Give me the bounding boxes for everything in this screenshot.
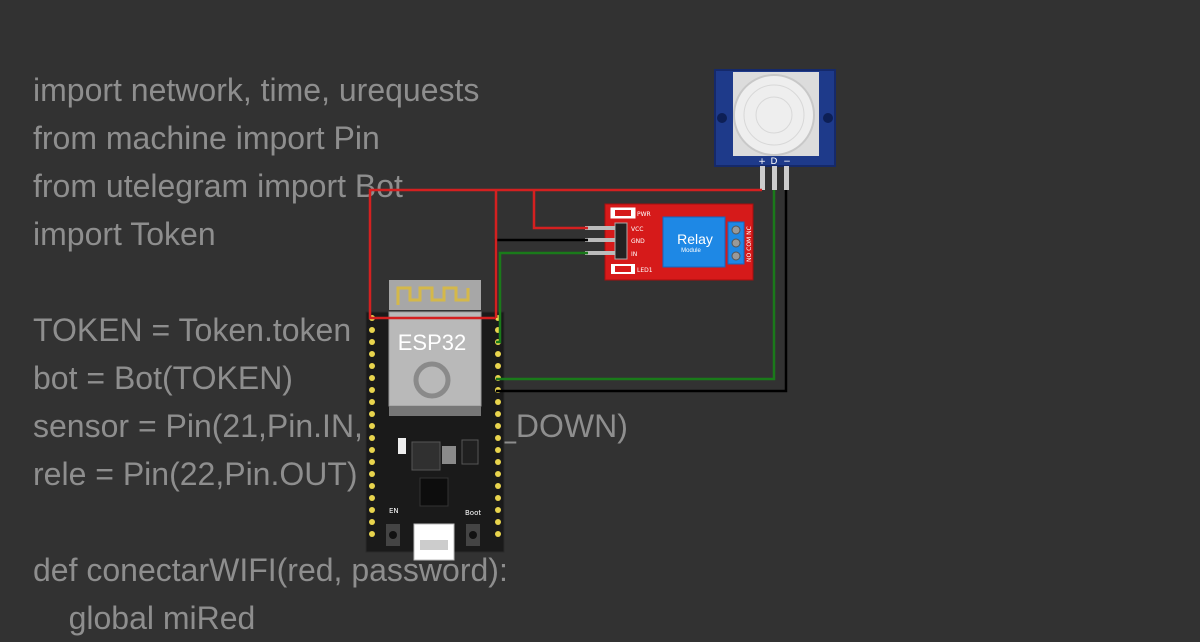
esp32-header-pin[interactable]: [369, 375, 375, 381]
esp32-header-pin[interactable]: [369, 363, 375, 369]
relay-pin-gnd: GND: [631, 238, 645, 245]
esp32-antenna: [389, 280, 481, 310]
code-line: TOKEN = Token.token: [33, 312, 352, 348]
esp32-header-pin[interactable]: [495, 471, 501, 477]
esp32-header-pin[interactable]: [369, 327, 375, 333]
code-line: from machine import Pin: [33, 120, 380, 156]
code-line: def conectarWIFI(red, password):: [33, 552, 508, 588]
esp32-label: ESP32: [398, 330, 467, 355]
pir-sensor[interactable]: + D−: [714, 69, 836, 190]
espressif-logo-icon: [413, 361, 451, 399]
relay-pin-in: IN: [631, 251, 637, 258]
relay-led-label: LED1: [637, 267, 653, 274]
esp32-board[interactable]: ESP32 Boot EN: [365, 280, 505, 561]
esp32-header-pin[interactable]: [495, 459, 501, 465]
code-line: import Token: [33, 216, 216, 252]
esp32-header-pin[interactable]: [495, 423, 501, 429]
esp32-header-pin[interactable]: [495, 435, 501, 441]
esp32-header-pin[interactable]: [369, 507, 375, 513]
wire-vcc-relay: [532, 190, 588, 230]
wire-in: [496, 251, 588, 344]
code-line: from utelegram import Bot: [33, 168, 403, 204]
esp32-header-pin[interactable]: [369, 519, 375, 525]
relay-terminal-labels: NO COM NC: [746, 226, 753, 262]
esp32-header-pin[interactable]: [369, 423, 375, 429]
esp32-header-pin[interactable]: [495, 411, 501, 417]
esp32-header-pin[interactable]: [369, 471, 375, 477]
wire-vcc: [368, 188, 762, 320]
esp32-header-pin[interactable]: [369, 387, 375, 393]
esp32-header-pin[interactable]: [369, 435, 375, 441]
esp32-header-pin[interactable]: [369, 495, 375, 501]
esp32-header-pin[interactable]: [495, 531, 501, 537]
pir-dome-icon: [733, 74, 815, 156]
esp32-module: [388, 311, 482, 407]
esp32-chip: [419, 477, 449, 507]
relay-title: Relay: [677, 231, 713, 247]
code-line: import network, time, urequests: [33, 72, 480, 108]
wire-signal-pir: [496, 190, 776, 381]
esp32-header-pin[interactable]: [369, 531, 375, 537]
pir-pin-label: −: [783, 157, 791, 167]
esp32-header-pin[interactable]: [369, 399, 375, 405]
esp32-header-pin[interactable]: [495, 519, 501, 525]
en-label: EN: [389, 507, 399, 515]
boot-label: Boot: [465, 509, 481, 517]
esp32-header-pin[interactable]: [495, 351, 501, 357]
esp32-header-pin[interactable]: [369, 351, 375, 357]
code-line: bot = Bot(TOKEN): [33, 360, 293, 396]
esp32-header-pin[interactable]: [495, 507, 501, 513]
relay-body: [662, 216, 726, 268]
esp32-header-pin[interactable]: [369, 339, 375, 345]
esp32-header-pin[interactable]: [369, 411, 375, 417]
esp32-header-pin[interactable]: [495, 363, 501, 369]
code-line: rele = Pin(22,Pin.OUT): [33, 456, 358, 492]
esp32-header-pin[interactable]: [495, 495, 501, 501]
pir-pin-label: +: [758, 157, 766, 167]
relay-module[interactable]: PWR LED1 VCC GND IN Relay Module NO COM …: [585, 203, 754, 281]
wire-gnd-pir: [496, 190, 788, 393]
esp32-header-pin[interactable]: [495, 483, 501, 489]
wire-gnd: [494, 238, 588, 318]
pir-pin-labels: + D−: [758, 157, 791, 167]
esp32-header-pin[interactable]: [369, 459, 375, 465]
esp32-header-pin[interactable]: [495, 447, 501, 453]
relay-subtitle: Module: [681, 248, 701, 254]
esp32-header-pin[interactable]: [369, 447, 375, 453]
esp32-header-pin[interactable]: [369, 483, 375, 489]
relay-pwr-label: PWR: [637, 211, 651, 218]
pir-pin-label: D: [771, 157, 778, 167]
relay-pin-vcc: VCC: [631, 226, 643, 233]
esp32-header-pin[interactable]: [495, 399, 501, 405]
wires: [368, 188, 788, 393]
